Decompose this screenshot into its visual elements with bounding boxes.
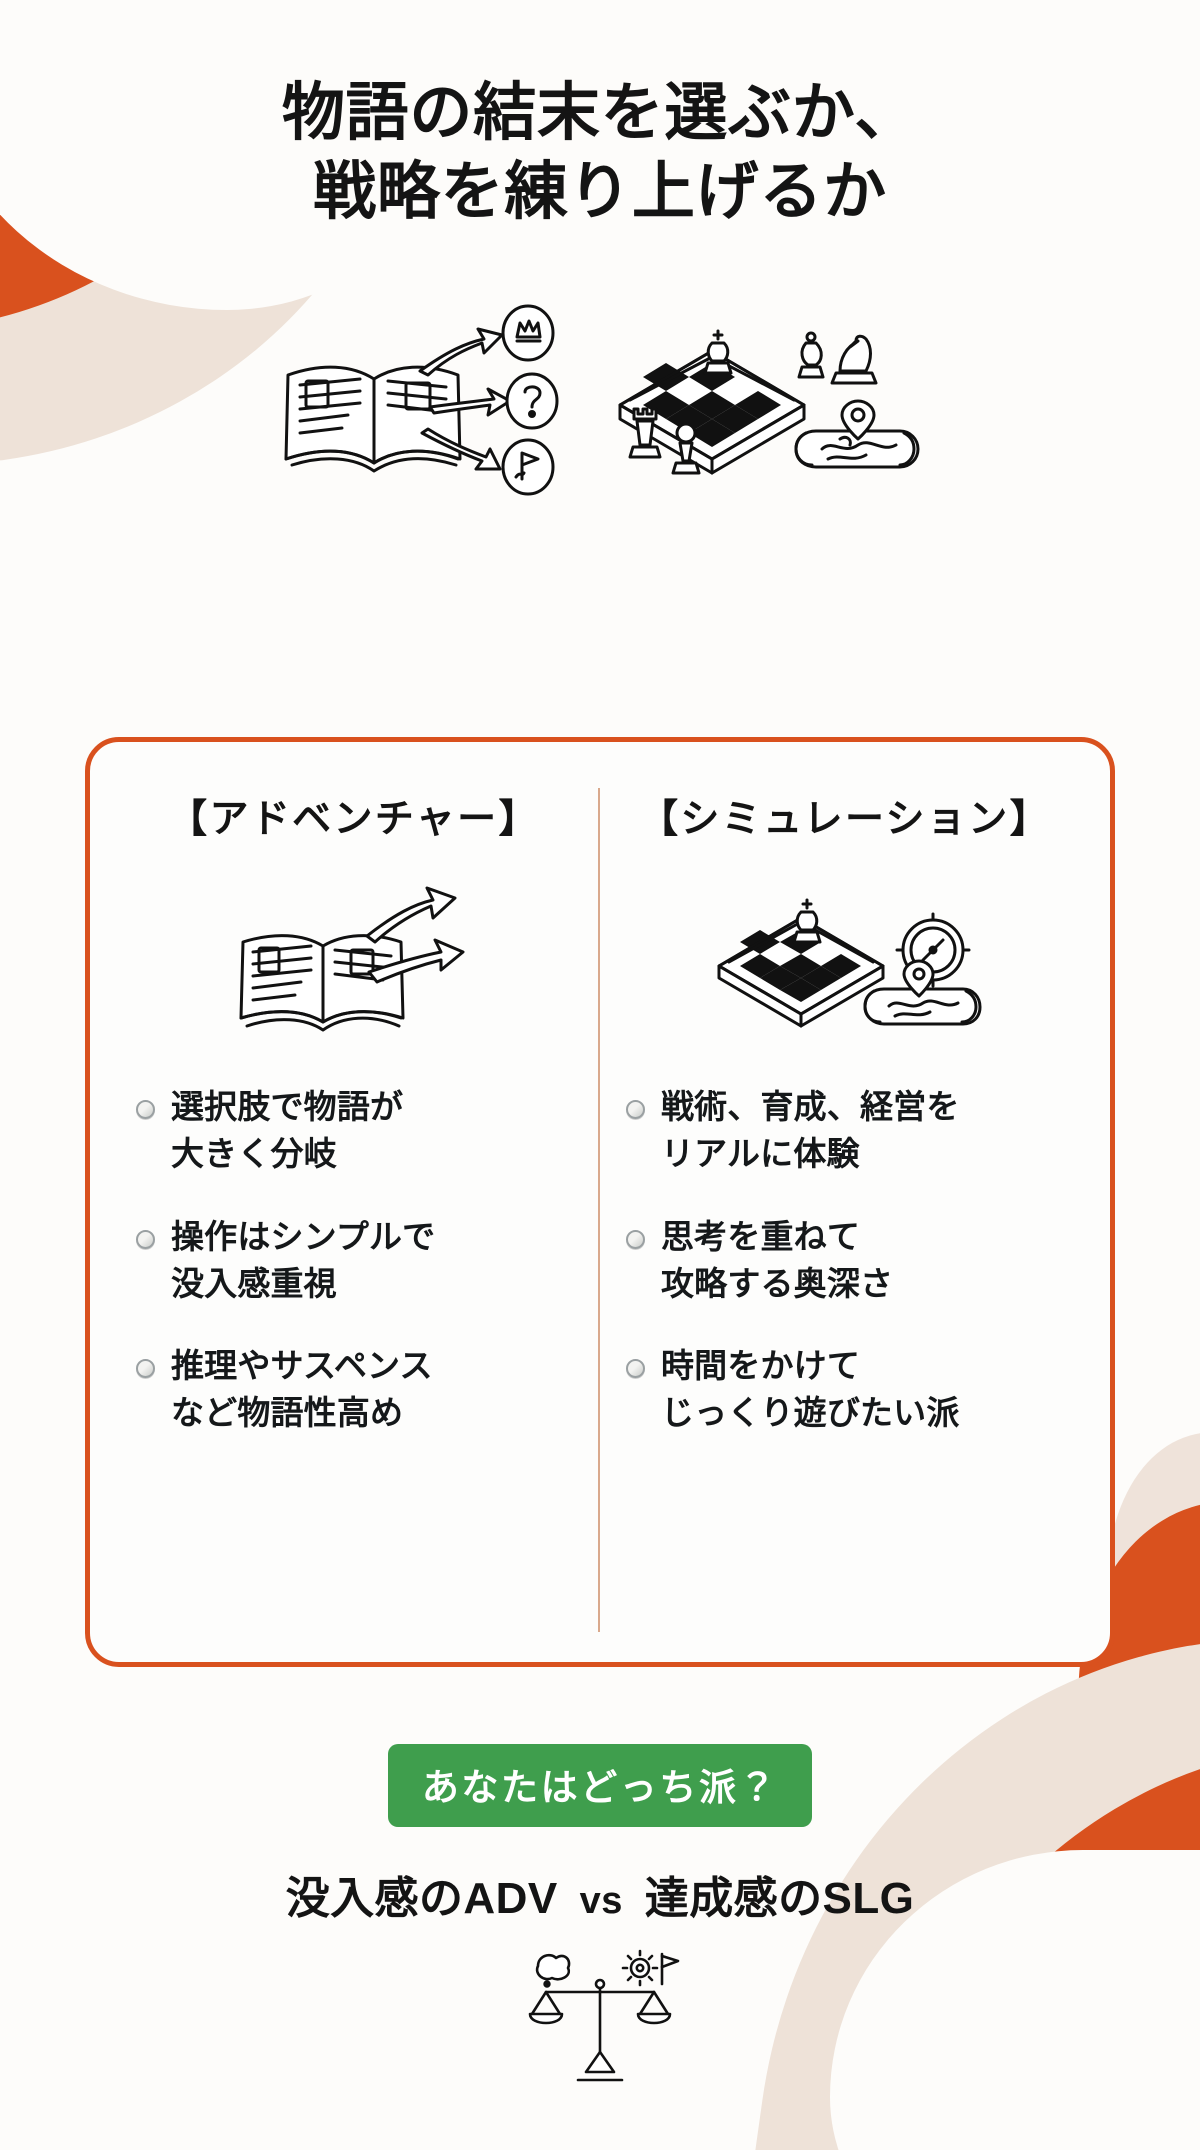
- list-item: 選択肢で物語が 大きく分岐: [136, 1084, 572, 1178]
- bullet-dot-icon: [626, 1359, 645, 1379]
- bullet-line-1: 時間をかけて: [661, 1347, 860, 1385]
- bullet-dot-icon: [626, 1229, 645, 1249]
- chessboard-map-compass-icon: [717, 898, 982, 1027]
- tagline-right: 達成感のSLG: [644, 1874, 915, 1923]
- column-adventure-illustration-wrap: [136, 870, 572, 1070]
- bullet-text: 選択肢で物語が 大きく分岐: [171, 1084, 403, 1178]
- bullet-line-2: 攻略する奥深さ: [661, 1264, 894, 1302]
- page-title-line-2: 戦略を練り上げるか: [313, 157, 887, 228]
- column-adventure-title: 【アドベンチャー】: [168, 798, 540, 841]
- chessboard-pieces-map-scroll-illustration: [618, 329, 920, 475]
- bullet-line-2: じっくり遊びたい派: [661, 1394, 960, 1432]
- footer-tagline: 没入感のADV vs 達成感のSLG: [0, 1862, 1200, 1926]
- bullet-line-2: など物語性高め: [171, 1394, 404, 1432]
- bullet-text: 推理やサスペンス など物語性高め: [171, 1343, 433, 1437]
- list-item: 操作はシンプルで 没入感重視: [136, 1214, 572, 1308]
- bullet-dot-icon: [136, 1229, 155, 1249]
- page-title-line-1: 物語の結末を選ぶか、: [281, 78, 919, 148]
- column-simulation-illustration-wrap: [626, 870, 1064, 1070]
- bullet-line-1: 選択肢で物語が: [171, 1088, 404, 1125]
- bullet-line-2: リアルに体験: [661, 1134, 860, 1172]
- bullet-line-1: 推理やサスペンス: [171, 1347, 433, 1385]
- list-item: 戦術、育成、経営を リアルに体験: [626, 1084, 1064, 1178]
- list-item: 時間をかけて じっくり遊びたい派: [626, 1343, 1064, 1437]
- adventure-bullet-list: 選択肢で物語が 大きく分岐 操作はシンプルで 没入感重視: [136, 1084, 572, 1473]
- bullet-dot-icon: [136, 1359, 155, 1379]
- simulation-bullet-list: 戦術、育成、経営を リアルに体験 思考を重ねて 攻略する奥深さ: [626, 1084, 1064, 1473]
- bullet-dot-icon: [626, 1100, 645, 1119]
- bullet-text: 思考を重ねて 攻略する奥深さ: [661, 1214, 893, 1308]
- list-item: 推理やサスペンス など物語性高め: [136, 1343, 572, 1437]
- open-book-branching-arrows-icon: [239, 886, 465, 1032]
- bullet-line-2: 没入感重視: [171, 1264, 337, 1302]
- tagline-vs: vs: [579, 1880, 623, 1922]
- hero-illustration: [0, 282, 1200, 522]
- bullet-text: 戦術、育成、経営を リアルに体験: [661, 1084, 960, 1178]
- column-simulation: 【シミュレーション】: [600, 788, 1090, 1632]
- bullet-line-1: 操作はシンプルで: [171, 1217, 436, 1255]
- bullet-dot-icon: [136, 1100, 155, 1119]
- footer-illustration: [0, 1940, 1200, 2090]
- bullet-line-1: 戦術、育成、経営を: [661, 1088, 960, 1125]
- bullet-line-2: 大きく分岐: [171, 1134, 337, 1172]
- column-adventure: 【アドベンチャー】: [110, 788, 600, 1632]
- cta-badge-wrap: あなたはどっち派？: [0, 1744, 1200, 1827]
- bullet-line-1: 思考を重ねて: [661, 1217, 860, 1255]
- tagline-left: 没入感のADV: [285, 1874, 558, 1923]
- status-badge: あなたはどっち派？: [387, 1744, 813, 1827]
- comparison-card: 【アドベンチャー】: [85, 737, 1115, 1667]
- page-title: 物語の結末を選ぶか、 戦略を練り上げるか: [0, 74, 1200, 233]
- open-book-branching-arrows-illustration: [284, 304, 559, 496]
- bullet-text: 操作はシンプルで 没入感重視: [171, 1214, 435, 1308]
- column-simulation-title: 【シミュレーション】: [639, 798, 1051, 841]
- bullet-text: 時間をかけて じっくり遊びたい派: [661, 1343, 960, 1437]
- list-item: 思考を重ねて 攻略する奥深さ: [626, 1214, 1064, 1308]
- balance-scale-thought-gear-icon: [528, 1949, 680, 2082]
